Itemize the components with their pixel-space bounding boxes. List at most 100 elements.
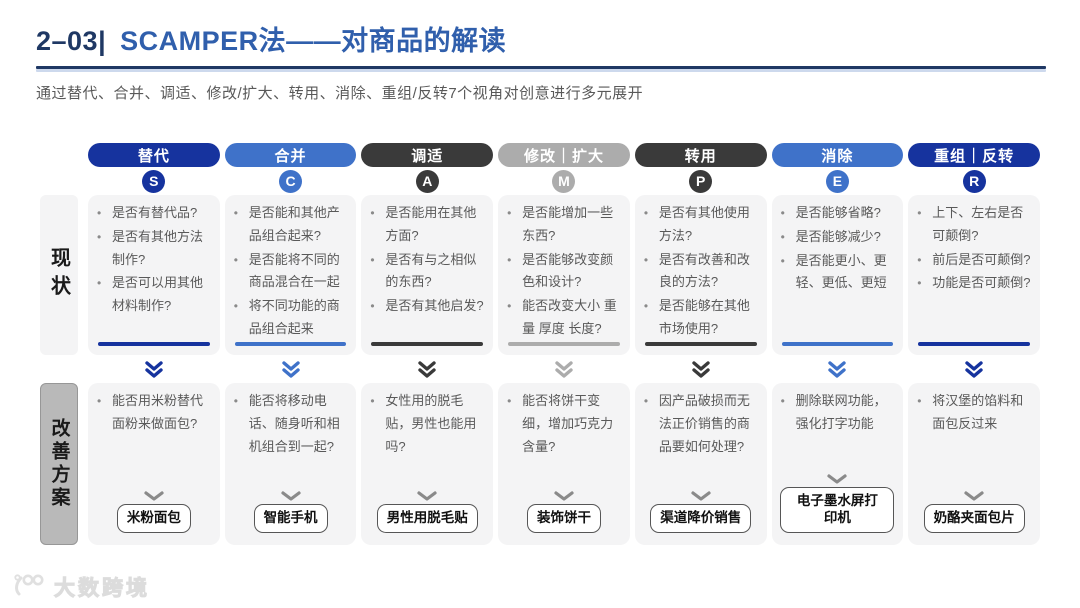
slide-header: 2–03| SCAMPER法——对商品的解读 通过替代、合并、调适、修改/扩大、… <box>0 0 1080 103</box>
result-box: 电子墨水屏打印机 <box>780 487 895 534</box>
accent-bar <box>98 342 210 347</box>
letter-row: M <box>498 167 630 195</box>
letter-row: S <box>88 167 220 195</box>
status-card: 是否能增加一些东西? 是否能够改变颜色和设计? 能否改变大小 重量 厚度 长度? <box>498 195 630 356</box>
improve-bullet: 女性用的脱毛贴，男性也能用吗? <box>368 390 486 458</box>
status-bullet: 是否有其他启发? <box>368 295 486 318</box>
status-card: 是否能够省略? 是否能够减少? 是否能更小、更轻、更低、更短 <box>771 195 904 356</box>
accent-bar <box>644 342 757 347</box>
letter-row: R <box>908 167 1040 195</box>
improve-card: 删除联网功能，强化打字功能 电子墨水屏打印机 <box>771 383 904 546</box>
improve-bullet: 因产品破损而无法正价销售的商品要如何处理? <box>642 390 760 458</box>
letter-row: P <box>635 167 767 195</box>
letter-badge: A <box>415 169 439 193</box>
column-header-pill: 重组｜反转 <box>908 143 1040 168</box>
watermark-logo: 大数跨境 <box>12 572 150 602</box>
double-chevron-down-icon <box>908 355 1040 383</box>
status-bullet: 是否有其他方法制作? <box>95 226 213 272</box>
double-chevron-down-icon <box>88 355 220 383</box>
status-card: 是否能用在其他方面? 是否有与之相似的东西? 是否有其他启发? <box>361 195 494 356</box>
status-bullet: 是否可以用其他材料制作? <box>95 272 213 318</box>
improve-bullet: 能否将移动电话、随身听和相机组合到一起? <box>232 390 350 458</box>
letter-row: A <box>361 167 493 195</box>
status-bullet: 是否有与之相似的东西? <box>368 249 486 295</box>
column-header-pill: 合并 <box>224 143 357 168</box>
letter-badge: M <box>552 169 576 193</box>
result-box: 智能手机 <box>253 504 328 534</box>
scamper-columns: 替代 S 是否有替代品? 是否有其他方法制作? 是否可以用其他材料制作? 能否用… <box>88 143 1040 546</box>
status-card: 是否有其他使用方法? 是否有改善和改良的方法? 是否能够在其他市场使用? <box>634 195 767 356</box>
column-header-pill: 修改｜扩大 <box>498 143 630 168</box>
status-bullet: 是否能用在其他方面? <box>368 202 486 248</box>
chevron-down-icon <box>915 491 1033 501</box>
status-card: 是否有替代品? 是否有其他方法制作? 是否可以用其他材料制作? <box>88 195 220 356</box>
chevron-down-icon <box>642 491 760 501</box>
page-title: 2–03| SCAMPER法——对商品的解读 <box>36 26 1046 57</box>
scamper-column-put-to-other-use: 转用 P 是否有其他使用方法? 是否有改善和改良的方法? 是否能够在其他市场使用… <box>634 143 767 546</box>
row-label-column: 现状 改善方案 <box>40 143 78 546</box>
result-box: 奶酪夹面包片 <box>923 504 1025 534</box>
double-chevron-down-icon <box>772 355 904 383</box>
status-bullet: 功能是否可颠倒? <box>915 272 1033 295</box>
subtitle-text: 通过替代、合并、调适、修改/扩大、转用、消除、重组/反转7个视角对创意进行多元展… <box>36 85 644 103</box>
improve-card: 将汉堡的馅料和面包反过来 奶酪夹面包片 <box>908 383 1040 546</box>
improve-card: 能否将移动电话、随身听和相机组合到一起? 智能手机 <box>224 383 357 546</box>
scamper-column-rearrange-reverse: 重组｜反转 R 上下、左右是否可颠倒? 前后是否可颠倒? 功能是否可颠倒? 将汉… <box>908 143 1040 546</box>
scamper-column-substitute: 替代 S 是否有替代品? 是否有其他方法制作? 是否可以用其他材料制作? 能否用… <box>88 143 220 546</box>
scamper-column-eliminate: 消除 E 是否能够省略? 是否能够减少? 是否能更小、更轻、更低、更短 删除联网… <box>771 143 904 546</box>
double-chevron-down-icon <box>498 355 630 383</box>
status-bullet: 是否能够省略? <box>779 202 897 225</box>
letter-badge: S <box>142 169 166 193</box>
status-bullet: 是否能将不同的商品混合在一起 <box>232 249 350 295</box>
column-header-pill: 转用 <box>634 143 767 168</box>
improve-bullet: 能否用米粉替代面粉来做面包? <box>95 390 213 436</box>
improve-bullet: 能否将饼干变细，增加巧克力含量? <box>505 390 623 458</box>
status-bullet: 是否能够减少? <box>779 226 897 249</box>
row-label-improve: 改善方案 <box>40 383 78 546</box>
scamper-column-combine: 合并 C 是否能和其他产品组合起来? 是否能将不同的商品混合在一起 将不同功能的… <box>224 143 357 546</box>
status-card: 上下、左右是否可颠倒? 前后是否可颠倒? 功能是否可颠倒? <box>908 195 1040 356</box>
result-box: 装饰饼干 <box>526 504 601 534</box>
status-bullet: 是否能够改变颜色和设计? <box>505 249 623 295</box>
letter-badge: E <box>825 169 849 193</box>
column-header-pill: 调适 <box>361 143 494 168</box>
chevron-down-icon <box>779 474 897 484</box>
result-box: 男性用脱毛贴 <box>376 504 478 534</box>
chevron-down-icon <box>95 491 213 501</box>
double-chevron-down-icon <box>225 355 357 383</box>
result-box: 米粉面包 <box>116 504 191 534</box>
status-bullet: 是否能更小、更轻、更低、更短 <box>779 250 897 296</box>
title-underline <box>36 66 1046 70</box>
letter-row: C <box>225 167 357 195</box>
status-bullet: 将不同功能的商品组合起来 <box>232 295 350 341</box>
status-bullet: 上下、左右是否可颠倒? <box>915 202 1033 248</box>
accent-bar <box>781 342 894 347</box>
accent-bar <box>234 342 347 347</box>
watermark-text: 大数跨境 <box>54 577 150 601</box>
chevron-down-icon <box>368 491 486 501</box>
title-number: 2–03| <box>36 26 107 56</box>
status-bullet: 是否能够在其他市场使用? <box>642 295 760 341</box>
status-bullet: 前后是否可颠倒? <box>915 249 1033 272</box>
title-text: SCAMPER法——对商品的解读 <box>120 26 507 56</box>
column-header-pill: 替代 <box>88 143 220 168</box>
status-bullet: 是否能和其他产品组合起来? <box>232 202 350 248</box>
chevron-down-icon <box>232 491 350 501</box>
status-bullet: 是否有替代品? <box>95 202 213 225</box>
letter-badge: R <box>962 169 986 193</box>
status-bullet: 是否能增加一些东西? <box>505 202 623 248</box>
watermark-100-icon <box>12 573 48 602</box>
accent-bar <box>508 342 620 347</box>
letter-badge: P <box>689 169 713 193</box>
improve-bullet: 删除联网功能，强化打字功能 <box>779 390 897 436</box>
improve-card: 能否用米粉替代面粉来做面包? 米粉面包 <box>88 383 220 546</box>
column-header-pill: 消除 <box>771 143 904 168</box>
result-box: 渠道降价销售 <box>650 504 752 534</box>
improve-bullet: 将汉堡的馅料和面包反过来 <box>915 390 1033 436</box>
chevron-down-icon <box>505 491 623 501</box>
status-bullet: 是否有改善和改良的方法? <box>642 249 760 295</box>
improve-card: 女性用的脱毛贴，男性也能用吗? 男性用脱毛贴 <box>361 383 494 546</box>
improve-card: 因产品破损而无法正价销售的商品要如何处理? 渠道降价销售 <box>634 383 767 546</box>
scamper-column-modify-magnify: 修改｜扩大 M 是否能增加一些东西? 是否能够改变颜色和设计? 能否改变大小 重… <box>498 143 630 546</box>
status-bullet: 是否有其他使用方法? <box>642 202 760 248</box>
